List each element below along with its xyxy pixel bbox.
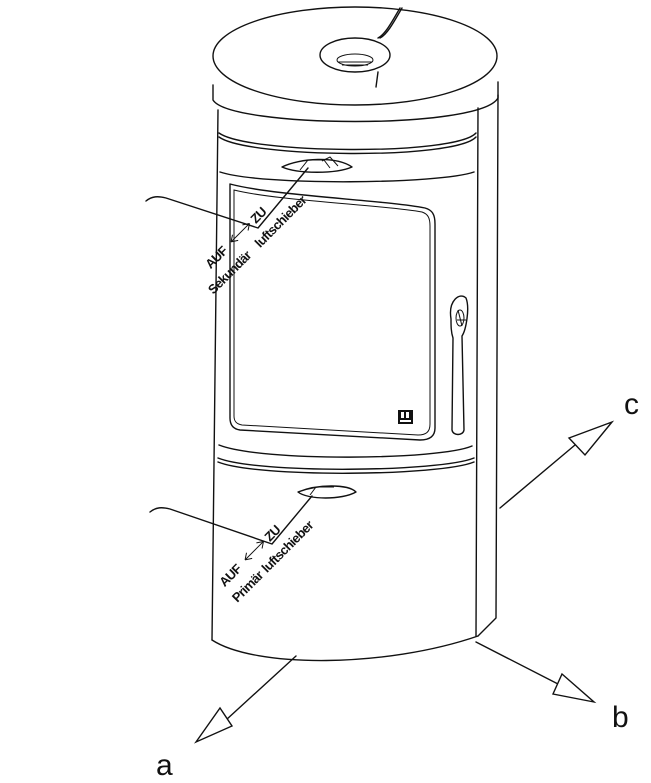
- stove-top: [212, 6, 499, 123]
- axis-b-label: b: [612, 701, 629, 734]
- door-handle: [449, 295, 469, 436]
- upper-zu-text: ZU: [247, 204, 269, 226]
- secondary-air-slider: [218, 132, 477, 173]
- double-arrow-icon: [244, 540, 264, 561]
- axis-c-arrow: [499, 420, 615, 509]
- door-frame: [218, 171, 475, 458]
- leader-lines: [145, 167, 313, 545]
- axis-c-label: c: [624, 388, 639, 421]
- primary-air-label: AUF ZU Primär luftschieber: [216, 517, 316, 605]
- double-arrow-icon: [230, 222, 250, 243]
- primary-air-slider: [217, 457, 475, 499]
- axis-b-arrow: [475, 641, 597, 704]
- stove-body: [211, 94, 499, 662]
- logo-plate: [398, 410, 413, 424]
- axis-a-arrow: [193, 655, 297, 744]
- secondary-air-label: AUF ZU Sekundär luftschieber: [202, 192, 309, 297]
- door-glass: [229, 183, 436, 441]
- axis-a-label: a: [156, 749, 173, 778]
